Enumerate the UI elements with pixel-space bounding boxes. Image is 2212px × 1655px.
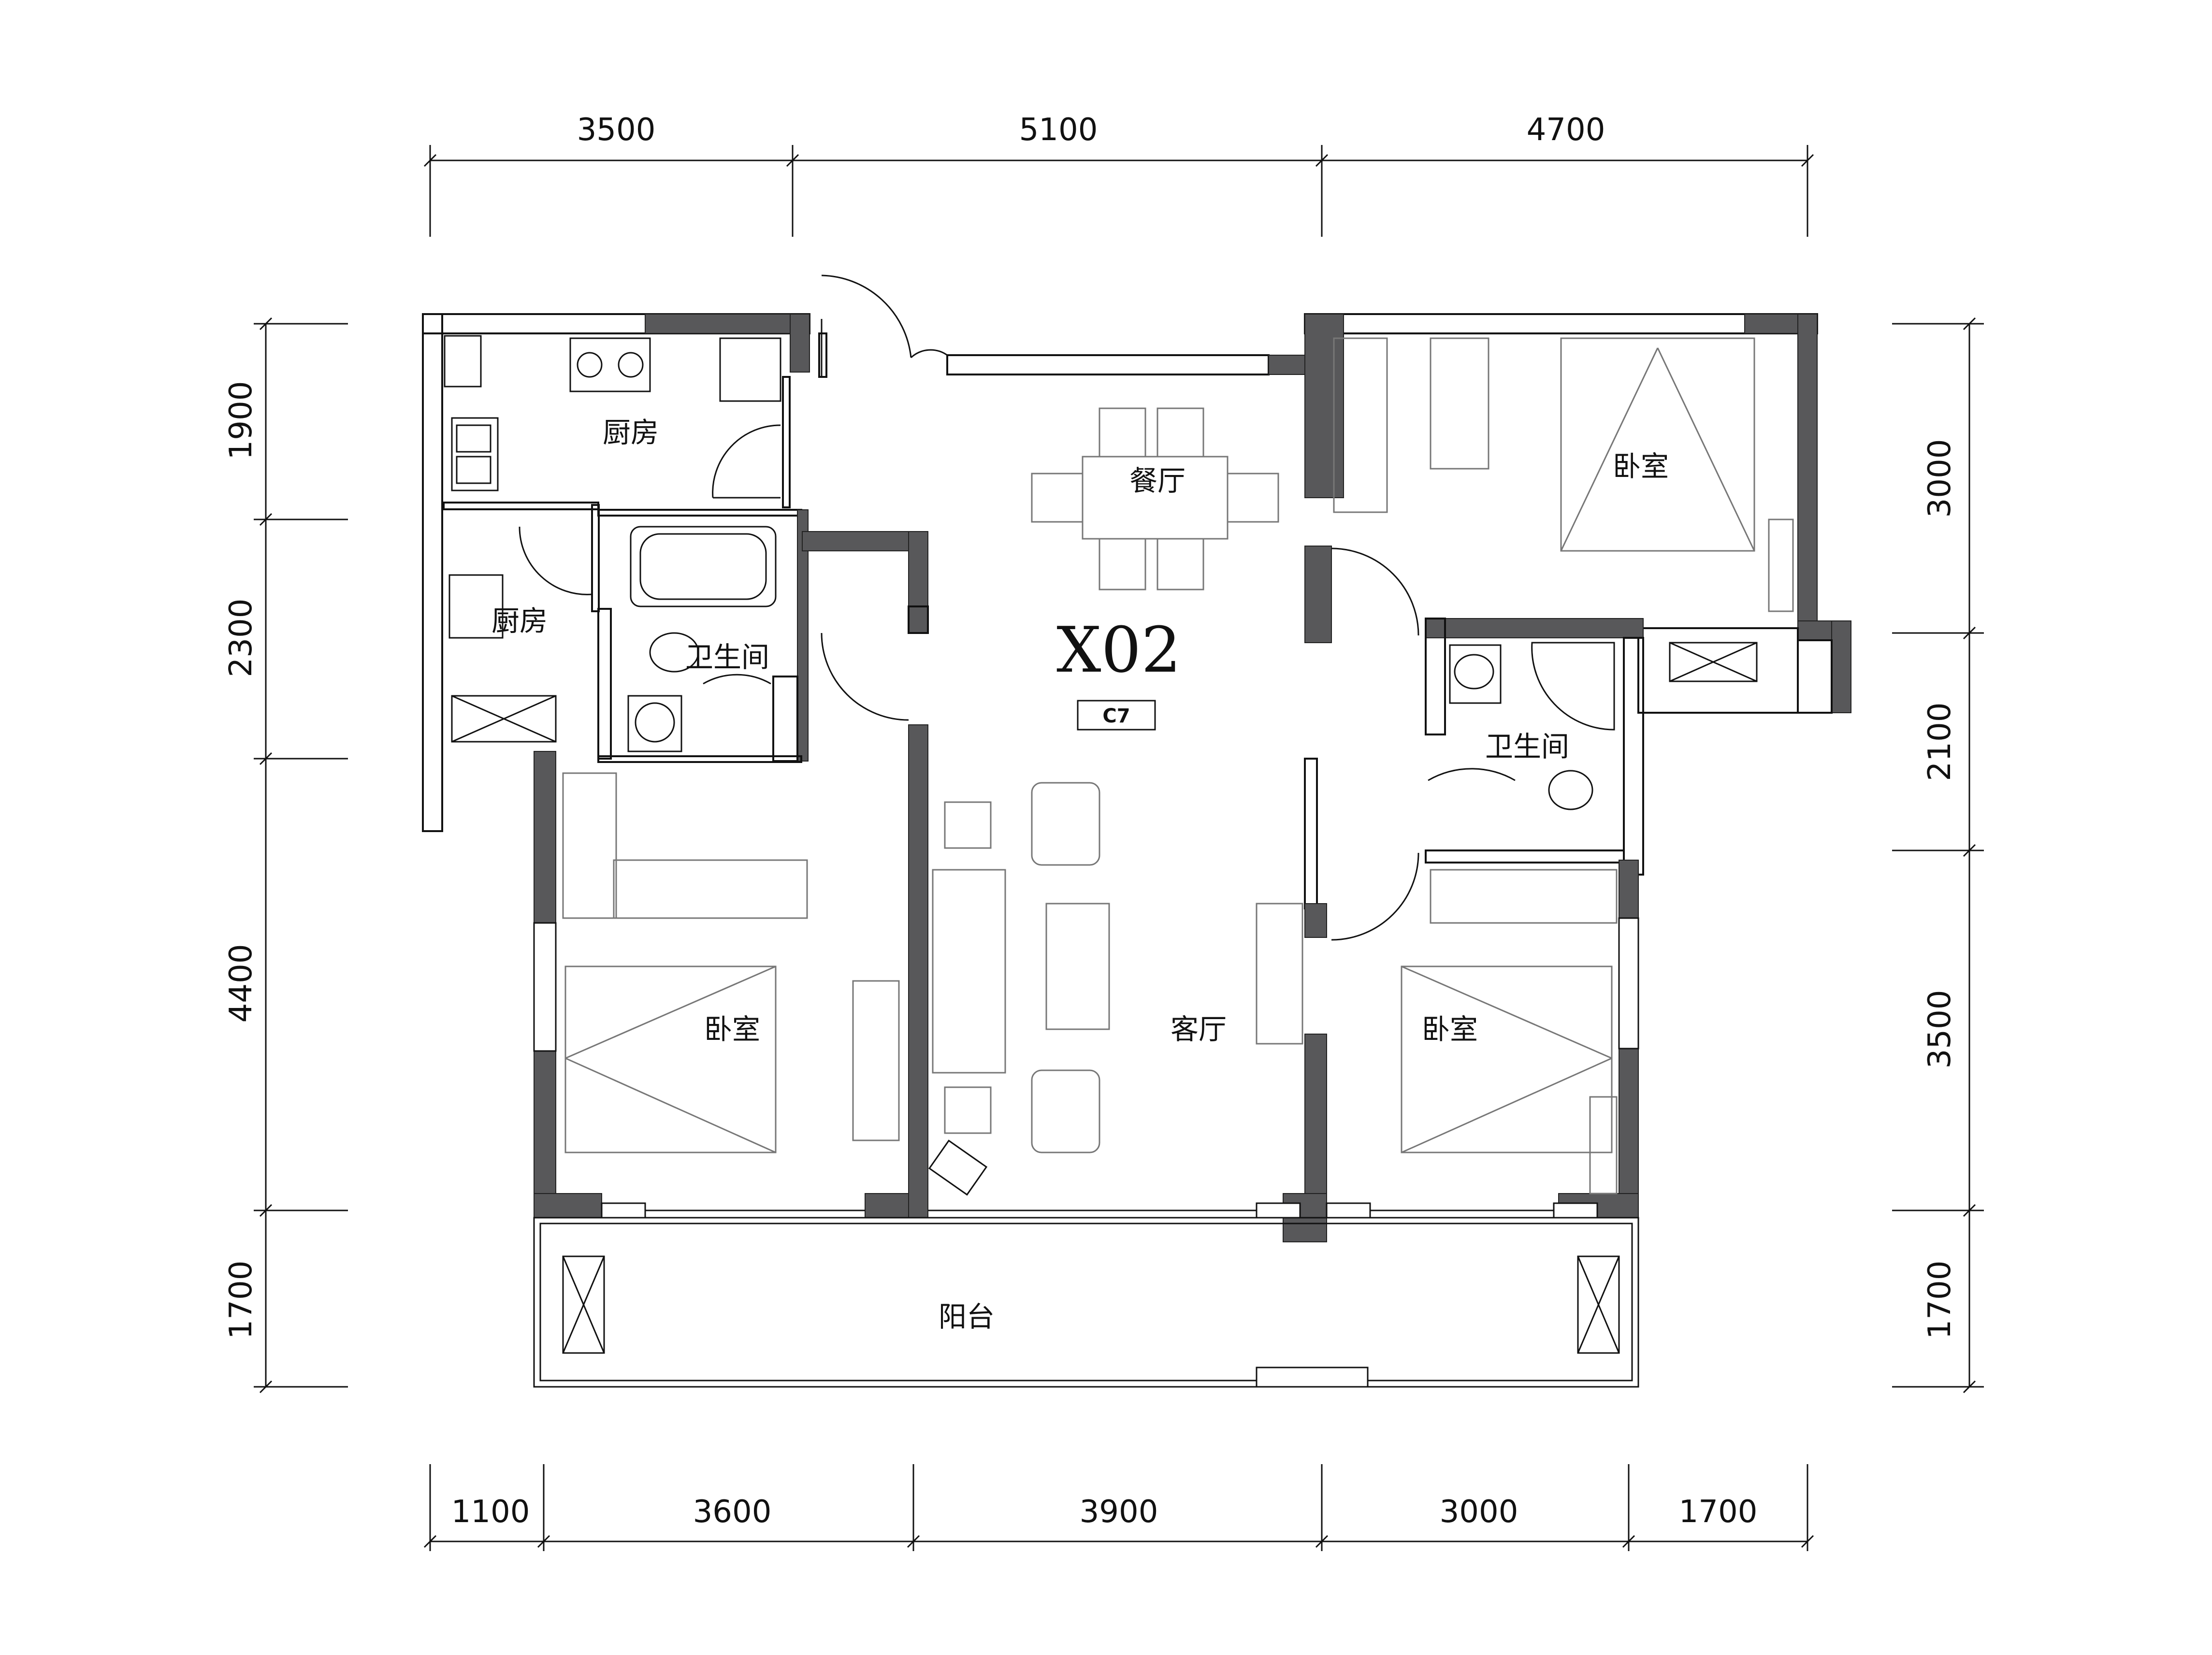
dimension-right: 3000 2100 3500 1700 <box>1892 317 1984 1394</box>
dimension-left: 1900 2300 4400 1700 <box>223 317 348 1394</box>
room-label-balcony: 阳台 <box>939 1300 995 1333</box>
dim-bottom-4: 3000 <box>1440 1494 1518 1530</box>
kitchen-fridge <box>444 335 482 388</box>
desk <box>1430 337 1489 470</box>
walls <box>422 313 1851 1388</box>
bed-left <box>564 965 777 1153</box>
room-label-bathroom-right: 卫生间 <box>1485 730 1569 763</box>
dim-right-3: 3500 <box>1922 990 1958 1069</box>
unit-code: X02 <box>1056 613 1181 687</box>
dim-top-2: 5100 <box>1019 112 1098 148</box>
dim-bottom-1: 1100 <box>451 1494 530 1530</box>
room-label-kitchen: 厨房 <box>603 416 659 449</box>
kitchen-counter <box>451 695 557 743</box>
dim-left-1: 1900 <box>223 381 259 460</box>
room-labels: 厨房 厨房 卫生间 餐厅 卧室 卫生间 卧室 客厅 卧室 阳台 X02 C7 <box>492 416 1669 1333</box>
room-label-kitchen-small: 厨房 <box>492 604 548 637</box>
wardrobe-bottom <box>613 859 808 919</box>
washbasin-icon <box>627 695 682 752</box>
room-label-living: 客厅 <box>1171 1013 1227 1046</box>
coffee-table <box>1045 903 1110 1030</box>
kitchen-cabinet <box>719 337 781 402</box>
bathtub-icon <box>630 526 777 607</box>
unit-tag: C7 <box>1102 705 1130 727</box>
room-label-bedroom-top-right: 卧室 <box>1613 450 1669 483</box>
doors <box>519 274 1516 941</box>
dim-right-2: 2100 <box>1922 703 1958 781</box>
dim-top-3: 4700 <box>1527 112 1605 148</box>
room-label-bedroom-left: 卧室 <box>704 1013 760 1046</box>
dim-left-2: 2300 <box>223 599 259 677</box>
sink-icon-2 <box>448 574 504 639</box>
toilet-icon-right <box>1548 770 1593 810</box>
stove-icon <box>569 337 651 392</box>
wardrobe-left <box>562 772 617 919</box>
dim-top-1: 3500 <box>577 112 656 148</box>
dimension-bottom: 1100 3600 3900 3000 1700 <box>423 1464 1814 1551</box>
dim-left-4: 1700 <box>223 1261 259 1339</box>
sink-icon <box>451 417 499 491</box>
dim-bottom-3: 3900 <box>1080 1494 1158 1530</box>
wardrobe-top-right <box>1333 337 1388 513</box>
room-label-bathroom-left: 卫生间 <box>685 641 769 674</box>
tv-cabinet-left <box>852 980 900 1141</box>
furniture <box>444 335 1794 1354</box>
bed-right <box>1401 965 1613 1153</box>
wardrobe-right <box>1430 869 1618 924</box>
room-label-bedroom-bottom-right: 卧室 <box>1422 1013 1478 1046</box>
dim-right-4: 1700 <box>1922 1261 1958 1339</box>
shower-icon <box>1531 642 1615 731</box>
room-label-dining: 餐厅 <box>1129 464 1186 497</box>
dim-left-3: 4400 <box>223 944 259 1023</box>
sofa <box>932 869 1006 1074</box>
dimension-top: 3500 5100 4700 <box>423 112 1814 237</box>
toilet-icon <box>649 632 699 673</box>
washbasin-icon-right <box>1449 644 1502 704</box>
dim-bottom-5: 1700 <box>1679 1494 1758 1530</box>
balcony-ac-left <box>562 1255 605 1354</box>
dim-right-1: 3000 <box>1922 439 1958 518</box>
dim-bottom-2: 3600 <box>693 1494 772 1530</box>
tv-cabinet-right <box>1256 903 1303 1045</box>
balcony-ac-right <box>1577 1255 1620 1354</box>
unit-tag-box <box>1077 700 1156 731</box>
bed-top-right <box>1560 337 1755 552</box>
nightstand <box>1768 518 1794 612</box>
